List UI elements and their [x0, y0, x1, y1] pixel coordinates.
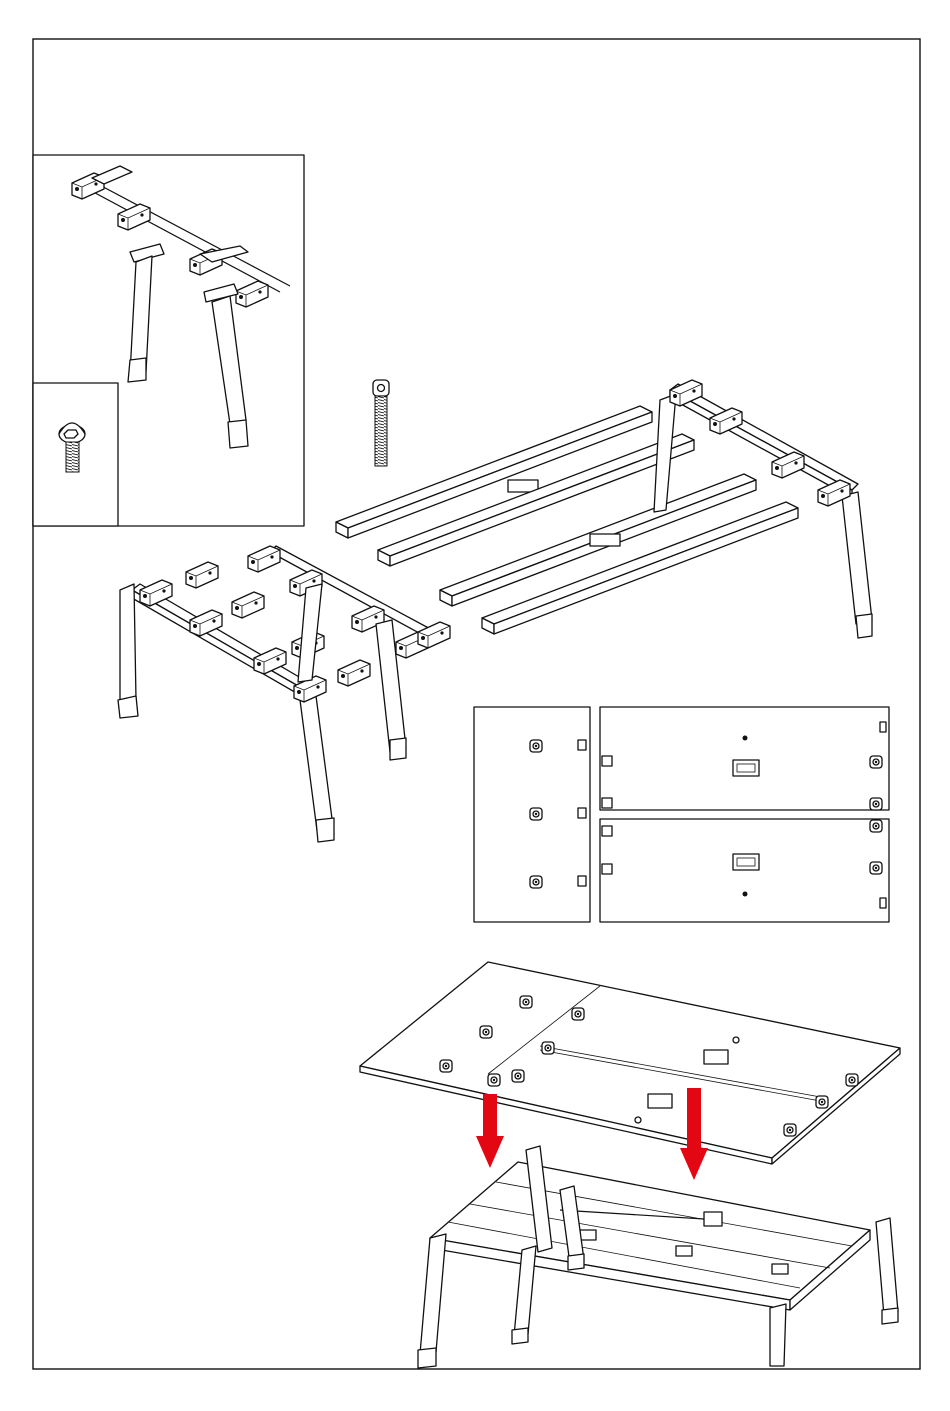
tabletop — [360, 962, 900, 1164]
assembled-frame — [418, 1146, 898, 1368]
detail-inset-frame — [33, 155, 304, 526]
small-panel — [474, 707, 590, 922]
down-arrow-icon — [476, 1094, 504, 1168]
left-end-frame — [118, 580, 334, 842]
lower-large-panel — [600, 819, 889, 922]
upper-large-panel — [600, 707, 889, 810]
step-tabletop-lowering — [360, 962, 900, 1368]
long-beams — [336, 406, 798, 634]
long-threaded-bolt — [373, 380, 389, 466]
step-panel-fittings-layout — [474, 707, 889, 922]
